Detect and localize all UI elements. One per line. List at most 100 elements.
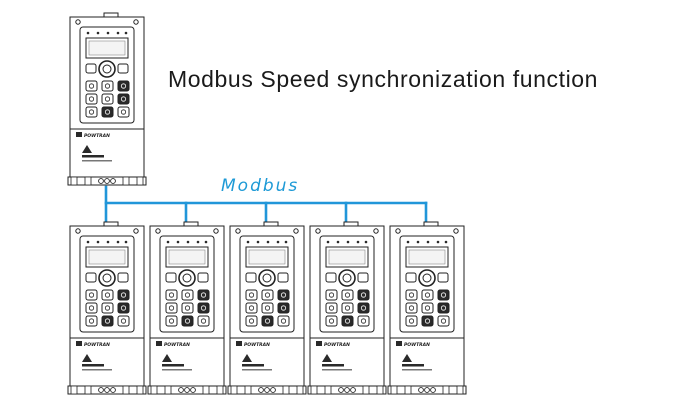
keypad-key — [85, 289, 98, 301]
key-symbol-icon — [264, 292, 271, 298]
indicator-led — [364, 240, 368, 244]
key-symbol-icon — [440, 318, 447, 324]
side-key — [437, 272, 449, 283]
key-symbol-icon — [104, 83, 111, 89]
side-key — [117, 272, 129, 283]
key-symbol-icon — [280, 318, 287, 324]
key-symbol-icon — [424, 305, 431, 311]
key-symbol-icon — [120, 318, 127, 324]
warning-icon — [82, 145, 92, 153]
brand-logo-text: POWTRAN — [84, 133, 110, 139]
indicator-led — [266, 240, 270, 244]
screw-icon — [75, 228, 81, 234]
key-symbol-icon — [88, 318, 95, 324]
indicator-led — [356, 240, 360, 244]
cable-gland — [164, 385, 172, 395]
slave-inverter-2: POWTRAN — [147, 221, 227, 395]
keypad-key — [117, 315, 130, 327]
mounting-tab — [103, 12, 119, 18]
side-key — [85, 63, 97, 74]
screw-icon — [155, 228, 161, 234]
keypad-key — [437, 289, 450, 301]
key-symbol-icon — [168, 318, 175, 324]
indicator-led — [186, 240, 190, 244]
mounting-tab — [263, 221, 279, 227]
keypad-key — [101, 315, 114, 327]
cable-gland — [404, 385, 412, 395]
diagram-caption: Modbus Speed synchronization function — [168, 66, 599, 92]
modbus-bus-label: Modbus — [221, 176, 300, 196]
terminal-port-icon — [98, 178, 104, 184]
keypad-key — [277, 289, 290, 301]
knob-inner — [342, 273, 352, 283]
keypad-key — [85, 315, 98, 327]
key-symbol-icon — [344, 292, 351, 298]
indicator-led — [166, 240, 170, 244]
key-symbol-icon — [104, 318, 111, 324]
screw-icon — [373, 228, 379, 234]
warning-icon — [242, 354, 252, 362]
terminal-port-icon — [430, 387, 436, 393]
cable-gland — [390, 385, 398, 395]
warning-text-line — [82, 160, 112, 162]
speed-knob-icon — [178, 269, 196, 287]
key-symbol-icon — [280, 305, 287, 311]
keypad-key — [437, 302, 450, 314]
terminal-port-icon — [264, 387, 270, 393]
terminal-port-icon — [184, 387, 190, 393]
keypad-key — [421, 315, 434, 327]
indicator-led — [96, 240, 100, 244]
key-symbol-icon — [200, 305, 207, 311]
key-symbol-icon — [120, 83, 127, 89]
keypad-key — [405, 302, 418, 314]
indicator-led — [406, 240, 410, 244]
keypad-key — [101, 106, 114, 118]
slave-inverter-3: POWTRAN — [227, 221, 307, 395]
keypad-key — [405, 289, 418, 301]
warning-label — [242, 364, 264, 367]
keypad-key — [197, 289, 210, 301]
knob-inner — [102, 64, 112, 74]
indicator-led — [204, 240, 208, 244]
warning-text-line — [162, 369, 192, 371]
keypad-key — [117, 80, 130, 92]
display-window — [328, 249, 366, 265]
keypad-key — [261, 315, 274, 327]
keypad-key — [325, 289, 338, 301]
key-symbol-icon — [200, 292, 207, 298]
keypad-key — [341, 302, 354, 314]
key-symbol-icon — [344, 318, 351, 324]
keypad-key — [277, 302, 290, 314]
screw-icon — [235, 228, 241, 234]
brand-logo-text: POWTRAN — [404, 342, 430, 348]
keypad-key — [421, 289, 434, 301]
terminal-port-icon — [178, 387, 184, 393]
warning-text-line — [322, 369, 352, 371]
cable-gland — [442, 385, 450, 395]
keypad-key — [117, 93, 130, 105]
key-symbol-icon — [328, 292, 335, 298]
indicator-led — [86, 31, 90, 35]
terminal-port-icon — [110, 178, 116, 184]
indicator-led — [256, 240, 260, 244]
cable-gland — [202, 385, 210, 395]
keypad-key — [181, 302, 194, 314]
screw-icon — [213, 228, 219, 234]
warning-icon — [162, 354, 172, 362]
slave-inverter-5: POWTRAN — [387, 221, 467, 395]
cable-gland — [70, 176, 78, 186]
cable-gland — [324, 385, 332, 395]
key-symbol-icon — [408, 305, 415, 311]
key-symbol-icon — [360, 292, 367, 298]
display-window — [88, 40, 126, 56]
terminal-port-icon — [424, 387, 430, 393]
key-symbol-icon — [168, 305, 175, 311]
cable-gland — [150, 385, 158, 395]
indicator-led — [176, 240, 180, 244]
knob-inner — [262, 273, 272, 283]
screw-icon — [453, 228, 459, 234]
screw-icon — [133, 19, 139, 25]
screw-icon — [315, 228, 321, 234]
key-symbol-icon — [120, 109, 127, 115]
side-key — [245, 272, 257, 283]
